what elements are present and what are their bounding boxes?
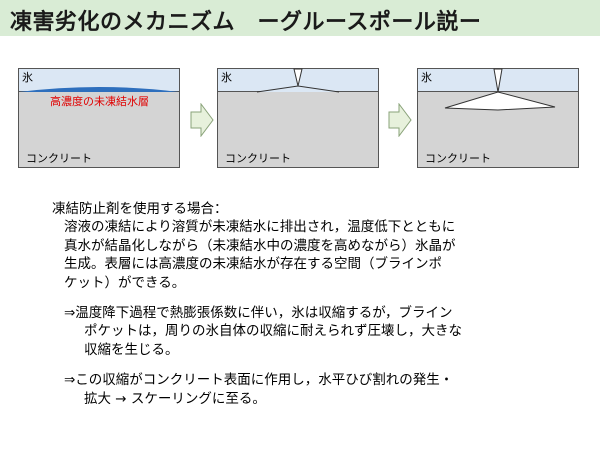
paragraph-line: 生成。表層には高濃度の未凍結水が存在する空間（ブラインポ (64, 256, 442, 273)
ice-crack (293, 68, 303, 87)
note-line: ⇒温度降下過程で熱膨張係数に伴い，氷は収縮するが，ブライン (64, 305, 453, 322)
note-scaling: ⇒この収縮がコンクリート表面に作用し，水平ひび割れの発生・ 拡大 → スケーリン… (64, 371, 462, 408)
paragraph-line: 溶液の凍結により溶質が未凍結水に排出され，温度低下とともに (64, 219, 456, 236)
page-title: 凍害劣化のメカニズム ーグルースポール説ー (10, 10, 482, 35)
diagram-panel-2: 氷 コンクリート (217, 68, 379, 168)
concrete-region (18, 91, 180, 168)
concrete-label: コンクリート (425, 152, 491, 165)
section-heading: 凍結防止剤を使用する場合： (52, 201, 228, 217)
panel-3-drawing (417, 68, 579, 168)
note-line: 拡大 → スケーリングに至る。 (84, 390, 266, 407)
paragraph-line: ケット）ができる。 (64, 274, 186, 291)
horizontal-crack (444, 91, 556, 111)
ice-label: 氷 (221, 71, 232, 84)
diagram-panel-3: 氷 コンクリート (417, 68, 579, 168)
explanation-text: 凍結防止剤を使用する場合： 溶液の凍結により溶質が未凍結水に排出され，温度低下と… (52, 200, 462, 408)
panel-1-drawing (18, 68, 180, 168)
diagram-panel-1: 氷 高濃度の未凍結水層 コンクリート (18, 68, 180, 168)
ice-crack (493, 68, 503, 93)
paragraph-line: 真水が結晶化しながら（未凍結水中の濃度を高めながら）氷晶が (64, 237, 456, 254)
brine-layer-label: 高濃度の未凍結水層 (50, 95, 149, 108)
concrete-label: コンクリート (225, 152, 291, 165)
note-line: 収縮を生じる。 (84, 341, 179, 358)
note-contraction: ⇒温度降下過程で熱膨張係数に伴い，氷は収縮するが，ブライン ポケットは，周りの氷… (64, 304, 462, 359)
gap-void (257, 86, 339, 92)
explanation-paragraph: 溶液の凍結により溶質が未凍結水に排出され，温度低下とともに 真水が結晶化しながら… (64, 218, 462, 292)
note-line: ポケットは，周りの氷自体の収縮に耐えられず圧壊し，大きな (84, 323, 462, 340)
arrow-right-icon (388, 103, 412, 137)
brine-layer (19, 87, 179, 92)
concrete-region (217, 91, 379, 168)
note-line: ⇒この収縮がコンクリート表面に作用し，水平ひび割れの発生・ (64, 372, 454, 389)
ice-label: 氷 (421, 71, 432, 84)
title-bar: 凍害劣化のメカニズム ーグルースポール説ー (0, 0, 600, 36)
arrow-right-icon (190, 103, 214, 137)
concrete-label: コンクリート (26, 152, 92, 165)
ice-label: 氷 (22, 71, 33, 84)
panel-2-drawing (217, 68, 379, 168)
